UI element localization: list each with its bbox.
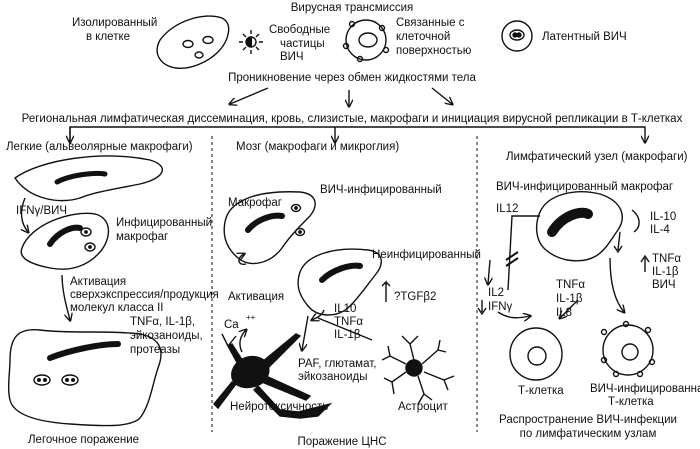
brain-neurotox-label: Нейротоксичность: [230, 401, 328, 413]
brain-uninfected-label: Неинфицированный: [372, 249, 481, 261]
brain-cytokine-3: IL-1β: [334, 329, 361, 341]
latent-label: Латентный ВИЧ: [542, 31, 627, 43]
t-cell: [509, 327, 563, 381]
dissemination-label: Региональная лимфатическая диссеминация,…: [22, 113, 683, 125]
hiv-tcell-label-1: ВИЧ-инфицированная: [590, 383, 700, 395]
il10-arrow: [613, 231, 623, 254]
lymph-title: Лимфатический узел (макрофаги): [506, 151, 688, 163]
hiv-infected-t-cell: [600, 320, 656, 378]
il10-label: IL-10: [650, 211, 676, 223]
lung-ifn-label: IFNγ/ВИЧ: [16, 205, 67, 217]
bound-label-1: Связанные с: [396, 17, 465, 29]
lung-lesion-cell: [7, 328, 162, 427]
il2-label: IL2: [488, 287, 504, 299]
bound-virus-cell-icon: [342, 19, 390, 63]
free-label-1: Свободные: [269, 24, 330, 36]
calcium-charge: ++: [246, 313, 256, 322]
calcium-label: Ca: [224, 319, 239, 331]
lung-activation-label-3: молекул класса II: [70, 302, 163, 314]
lung-activation-label-2: сверхэкспрессия/продукция: [70, 289, 219, 301]
lung-lesion-label: Легочное поражение: [28, 434, 139, 446]
lung-arrow-1: [22, 197, 28, 232]
lung-products-label-3: протеазы: [130, 344, 180, 356]
tnf-mid-2: IL-1β: [556, 293, 583, 305]
transmission-title: Вирусная трансмиссия: [291, 2, 414, 14]
brain-lesion-label: Поражение ЦНС: [297, 436, 386, 448]
lymph-right-arrow: [609, 257, 624, 312]
brain-tgf-label: ?TGFβ2: [394, 291, 436, 303]
tnf-mid-1: TNFα: [556, 279, 585, 291]
isolated-label-1: Изолированный: [72, 17, 157, 29]
lymph-mid-arrow: [560, 299, 579, 318]
lung-arrow-2: [61, 274, 70, 320]
il10-bracket: [631, 209, 640, 233]
tgf-arrow: [381, 280, 391, 302]
lymph-hiv-macrophage: [535, 191, 623, 262]
brain-uninfected-macrophage: [297, 248, 382, 316]
latent-hiv-icon: [501, 20, 533, 52]
lung-title: Легкие (альвеолярные макрофаги): [6, 141, 193, 153]
il12-block-2: [505, 257, 519, 267]
hiv-tcell-label-2: Т-клетка: [608, 396, 654, 408]
calcium-arrow: [240, 330, 246, 353]
lung-infected-label-1: Инфицированный: [116, 217, 212, 229]
astrocyte-cell: [381, 335, 455, 405]
brain-activation-label: Активация: [228, 291, 284, 303]
brain-title: Мозг (макрофаги и микроглия): [236, 141, 399, 153]
brain-astrocyte-line: [317, 317, 373, 341]
entry-label: Проникновение через обмен жидкостями тел…: [228, 72, 476, 84]
tnf-right-2: IL-1β: [652, 266, 679, 278]
brain-infected-label: ВИЧ-инфицированный: [320, 184, 442, 196]
ifng-label: IFNγ: [488, 301, 513, 313]
branch-lines: [70, 126, 645, 142]
il12-line: [507, 215, 540, 291]
lymph-spread-label-2: по лимфатическим узлам: [520, 428, 657, 440]
tcell-arrow: [497, 311, 530, 318]
isolated-label-2: в клетке: [86, 31, 130, 43]
spread-arrows: [230, 87, 452, 106]
brain-paf-label-1: PAF, глютамат,: [298, 358, 376, 370]
tnf-mid-3: IL8: [556, 307, 572, 319]
il4-label: IL-4: [650, 224, 670, 236]
bound-label-3: поверхностью: [396, 45, 472, 57]
lung-products-label-2: эйкозаноиды,: [130, 330, 203, 342]
tnf-right-3: ВИЧ: [652, 279, 676, 291]
brain-activation-arrow: [239, 254, 246, 266]
lung-macrophage-top: [14, 155, 163, 202]
il12-label: IL12: [496, 203, 518, 215]
neuron-cell: [213, 333, 333, 419]
free-virus-icon: [239, 30, 263, 54]
brain-cytokine-2: TNFα: [334, 316, 363, 328]
lung-infected-label-2: макрофаг: [116, 231, 168, 243]
lung-activation-label-1: Активация: [70, 276, 126, 288]
il2-arrow: [488, 259, 490, 284]
brain-macrophage-label: Макрофаг: [228, 197, 282, 209]
tnf-up-arrow: [640, 254, 650, 272]
il2-down-arrow: [477, 300, 487, 316]
free-label-3: ВИЧ: [280, 51, 304, 63]
brain-neurotox-arrow: [302, 315, 309, 350]
bound-label-2: клеточной: [396, 31, 450, 43]
lymph-spread-label-1: Распространение ВИЧ-инфекции: [499, 414, 677, 426]
lung-products-label-1: TNFα, IL-1β,: [130, 316, 195, 328]
lymph-macrophage-label: ВИЧ-инфицированный макрофаг: [496, 181, 673, 193]
isolated-cell-icon: [156, 15, 230, 69]
lung-infected-macrophage: [20, 212, 110, 270]
brain-cytokine-1: IL10: [334, 303, 356, 315]
tnf-right-1: TNFα: [652, 253, 681, 265]
free-label-2: частицы: [280, 38, 325, 50]
astrocyte-label: Астроцит: [398, 401, 448, 413]
tcell-label: Т-клетка: [518, 385, 564, 397]
brain-cytokine-arrow: [312, 309, 325, 320]
il12-block-1: [505, 251, 519, 261]
brain-paf-label-2: эйкозаноиды: [298, 371, 368, 383]
